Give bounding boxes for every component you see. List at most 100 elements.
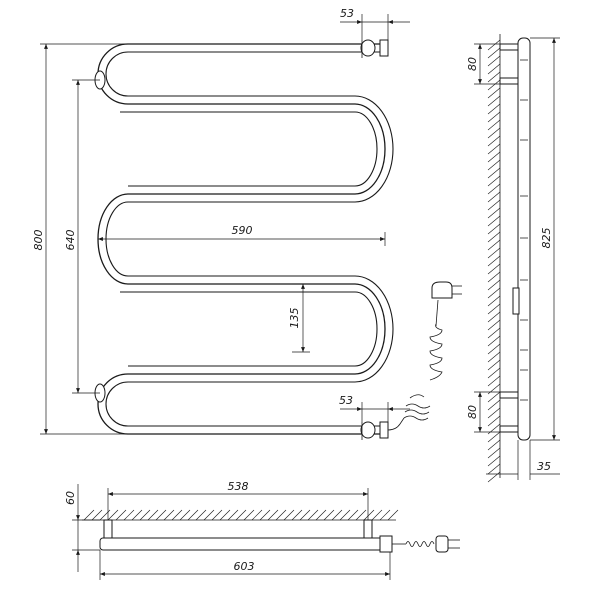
hatch-line [487,47,501,59]
hatch-line [147,509,159,521]
hatch-line [203,509,215,521]
dim-label-53-top: 53 [340,7,354,20]
hatch-line [275,509,287,521]
end-fitting-top [360,39,389,58]
dim-label-640: 640 [64,230,77,251]
hatch-line [123,509,135,521]
hatch-line [487,295,501,307]
dim-width-inner: 590 [98,224,386,246]
side-view: 80 80 825 35 [466,34,560,483]
plug-icon [431,281,453,299]
hatch-line [487,359,501,371]
dim-top-mount-span: 538 [107,480,369,520]
hatch-line [331,509,343,521]
hatch-line [339,509,351,521]
hatch-line [487,255,501,267]
hatch-line [487,415,501,427]
dim-label-80-top: 80 [466,57,479,71]
hatch-line [131,509,143,521]
dim-side-height: 825 [530,37,560,441]
hatch-line [487,231,501,243]
hatch-line [487,439,501,451]
hatch-line [487,95,501,107]
hatch-line [487,463,501,475]
hatch-line [487,207,501,219]
dim-bracket-top: 80 [466,43,500,85]
hatch-line [487,375,501,387]
hatch-line [487,103,501,115]
hatch-line [219,509,231,521]
top-rail [99,537,391,551]
hatch-line [179,509,191,521]
top-bracket-left [103,519,113,539]
dim-label-135: 135 [288,308,301,329]
hatch-line [487,39,501,51]
hatch-line [487,471,501,483]
hatch-line [139,509,151,521]
hatch-line [487,191,501,203]
hatch-line [487,335,501,347]
hatch-line [487,79,501,91]
dim-offset-top: 53 [340,7,410,40]
hatch-line [487,87,501,99]
hatch-line [487,167,501,179]
hatch-line [487,455,501,467]
dim-label-603: 603 [234,560,255,573]
hatch-line [487,271,501,283]
hatch-line [487,263,501,275]
top-bracket-right [363,519,373,539]
hatch-line [487,343,501,355]
dim-label-800: 800 [32,230,45,251]
hatch-line [99,509,111,521]
hatch-line [487,119,501,131]
hatch-line [235,509,247,521]
hatch-line [251,509,263,521]
hatch-line [267,509,279,521]
hatch-line [487,199,501,211]
hatch-line [307,509,319,521]
top-view: 60 538 603 [64,480,460,580]
serpentine-pipe-inner-2 [120,111,378,367]
hatch-line [487,279,501,291]
hatch-line [163,509,175,521]
hatch-line [487,183,501,195]
power-cord [387,281,462,431]
hatch-line [187,509,199,521]
dim-label-53-bottom: 53 [339,394,353,407]
dim-bracket-bottom: 80 [466,391,500,433]
hatch-line [487,215,501,227]
front-view: 800 640 590 135 53 [32,7,462,440]
dim-label-80-bottom: 80 [466,405,479,419]
hatch-line [487,287,501,299]
hatch-line [91,509,103,521]
hatch-line [227,509,239,521]
hatch-line [487,247,501,259]
hatch-line [115,509,127,521]
dim-top-depth: 60 [64,484,100,572]
hatch-line [487,159,501,171]
hatch-line [487,55,501,67]
hatch-line [487,327,501,339]
hatch-line [487,175,501,187]
hatch-line [487,143,501,155]
top-rail-end [379,535,393,553]
hatch-line [371,509,383,521]
hatch-line [299,509,311,521]
top-wall-hatching [83,509,399,521]
hatch-line [487,135,501,147]
hatch-line [487,407,501,419]
hatch-line [487,303,501,315]
hatch-line [171,509,183,521]
hatch-line [487,311,501,323]
dim-top-total-width: 603 [99,550,391,580]
hatch-line [379,509,391,521]
dim-label-35: 35 [537,460,551,473]
hatch-line [323,509,335,521]
hatch-line [363,509,375,521]
hatch-line [155,509,167,521]
hatch-line [487,111,501,123]
hatch-line [487,71,501,83]
hatch-line [107,509,119,521]
dim-side-depth: 35 [486,440,560,480]
